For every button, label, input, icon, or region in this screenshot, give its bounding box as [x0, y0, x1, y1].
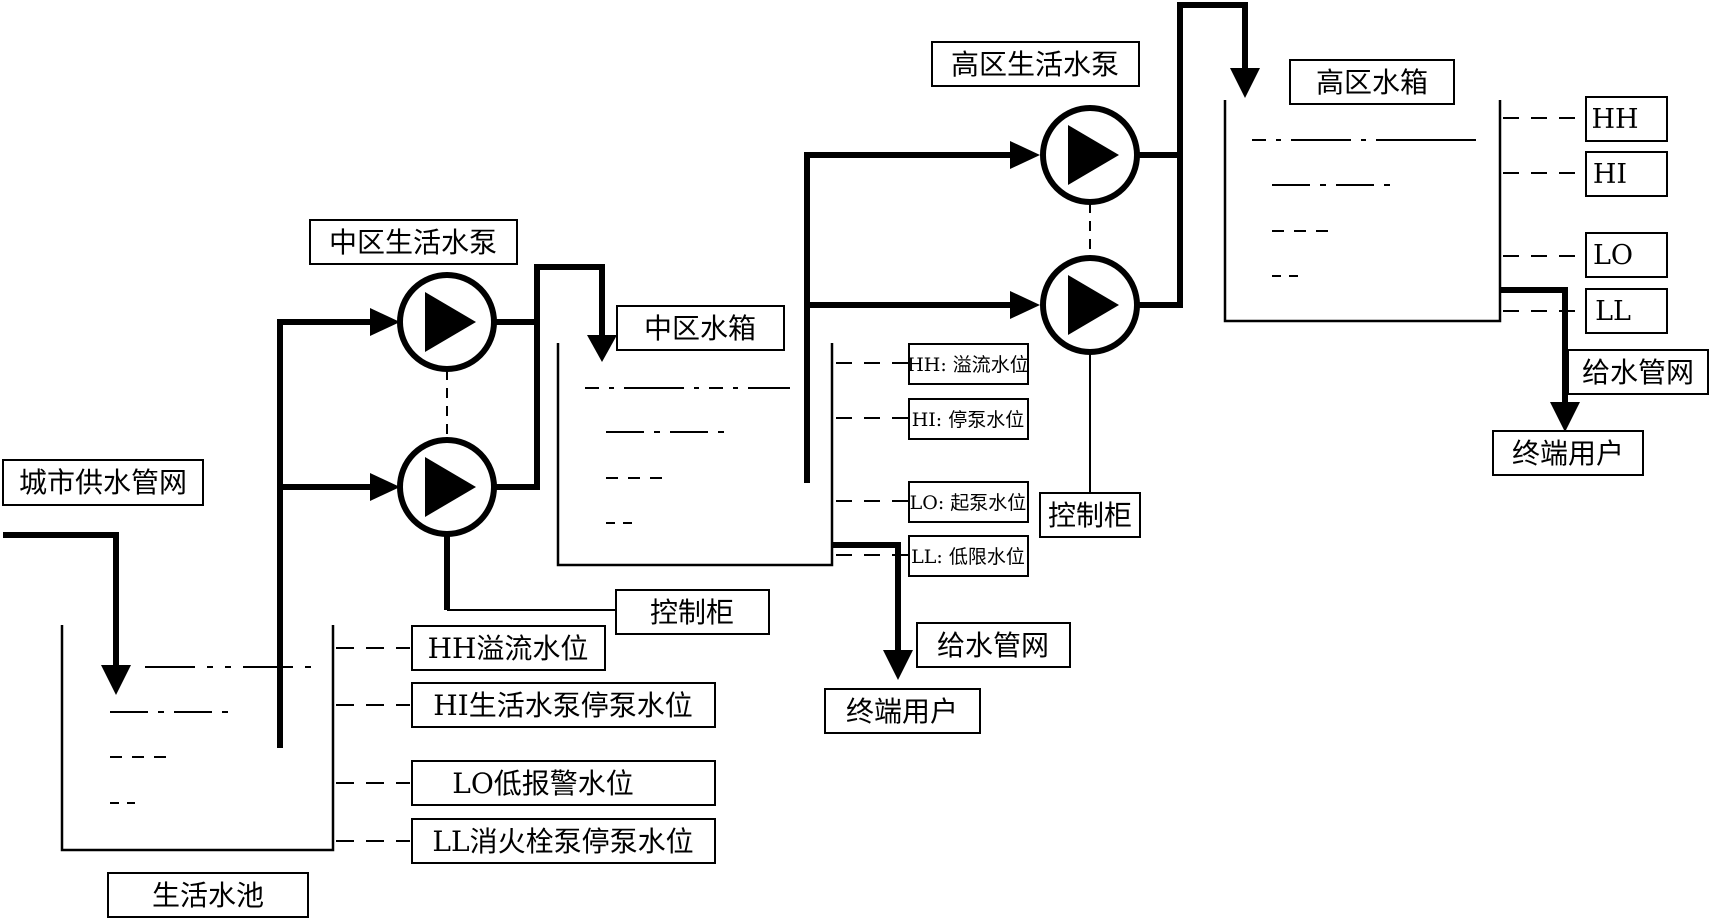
high-tank-level-hh: HH [1585, 96, 1668, 142]
pool-level-hi: HI生活水泵停泵水位 [411, 682, 716, 728]
svg-text:HI: HI [1593, 159, 1627, 190]
mid-tank-level-leaders [836, 362, 908, 556]
svg-text:中区生活水泵: 中区生活水泵 [329, 226, 497, 259]
mid-control-cabinet: 控制柜 [615, 589, 770, 635]
city-main-pipe [3, 532, 131, 695]
high-tank [1223, 100, 1502, 323]
pool-level-leaders [336, 647, 410, 842]
svg-text:LO低报警水位: LO低报警水位 [452, 767, 634, 800]
high-control-cabinet: 控制柜 [1039, 492, 1141, 538]
high-discharge-pipe [1137, 2, 1260, 308]
svg-text:LO: LO [1593, 240, 1633, 271]
svg-text:HI生活水泵停泵水位: HI生活水泵停泵水位 [433, 689, 692, 722]
mid-tank-level-ll: LL: 低限水位 [908, 535, 1029, 577]
high-pump-1-icon [1040, 105, 1140, 205]
svg-text:生活水池: 生活水池 [152, 879, 264, 912]
svg-text:HH: 溢流水位: HH: 溢流水位 [907, 354, 1029, 376]
high-pump-2-icon [1040, 255, 1140, 355]
svg-text:给水管网: 给水管网 [937, 629, 1049, 662]
pool-level-ll: LL消火栓泵停泵水位 [411, 818, 716, 864]
mid-pump-1-icon [397, 272, 497, 372]
svg-text:中区水箱: 中区水箱 [644, 312, 756, 345]
svg-text:控制柜: 控制柜 [650, 596, 734, 629]
high-tank-label: 高区水箱 [1289, 59, 1455, 105]
svg-text:HI: 停泵水位: HI: 停泵水位 [912, 409, 1025, 431]
svg-text:LL消火栓泵停泵水位: LL消火栓泵停泵水位 [432, 825, 693, 858]
svg-text:LL: LL [1595, 296, 1631, 327]
svg-text:控制柜: 控制柜 [1048, 499, 1132, 532]
mid-tank-level-hi: HI: 停泵水位 [908, 398, 1029, 440]
high-suction-pipe [804, 141, 1040, 483]
svg-text:终端用户: 终端用户 [846, 695, 958, 728]
svg-text:给水管网: 给水管网 [1582, 356, 1694, 389]
mid-pump-2-icon [397, 437, 497, 537]
pool-level-hh: HH溢流水位 [411, 625, 606, 671]
svg-text:高区生活水泵: 高区生活水泵 [951, 48, 1119, 81]
mid-tank-label: 中区水箱 [616, 305, 785, 351]
high-end-users-label: 终端用户 [1492, 430, 1644, 476]
svg-text:LO: 起泵水位: LO: 起泵水位 [910, 492, 1027, 514]
svg-text:终端用户: 终端用户 [1512, 437, 1624, 470]
high-supply-network-label: 给水管网 [1567, 349, 1709, 395]
mid-tank-level-hh: HH: 溢流水位 [907, 343, 1029, 385]
mid-end-users-label: 终端用户 [824, 688, 981, 734]
svg-text:LL: 低限水位: LL: 低限水位 [911, 546, 1025, 568]
mid-tank-level-lo: LO: 起泵水位 [908, 481, 1029, 523]
domestic-pool-label: 生活水池 [107, 872, 309, 918]
high-tank-level-hi: HI [1585, 151, 1668, 197]
high-tank-level-lo: LO [1585, 232, 1668, 278]
city-main-label: 城市供水管网 [2, 459, 204, 506]
svg-text:城市供水管网: 城市供水管网 [19, 466, 187, 499]
mid-supply-pipe [832, 542, 913, 680]
high-tank-level-leaders [1503, 117, 1584, 312]
svg-text:HH: HH [1591, 104, 1638, 135]
svg-text:HH溢流水位: HH溢流水位 [428, 632, 589, 665]
high-pump-group-label: 高区生活水泵 [931, 41, 1140, 87]
mid-supply-network-label: 给水管网 [916, 622, 1071, 668]
domestic-pool [60, 625, 335, 852]
mid-suction-pipe [277, 308, 400, 748]
mid-pump-group-label: 中区生活水泵 [309, 219, 518, 265]
svg-text:高区水箱: 高区水箱 [1316, 66, 1428, 99]
high-supply-pipe [1500, 287, 1580, 432]
pool-level-lo: LO低报警水位 [411, 760, 716, 806]
high-tank-level-ll: LL [1585, 288, 1668, 334]
mid-tank [556, 343, 834, 567]
mid-discharge-pipe [494, 264, 617, 490]
